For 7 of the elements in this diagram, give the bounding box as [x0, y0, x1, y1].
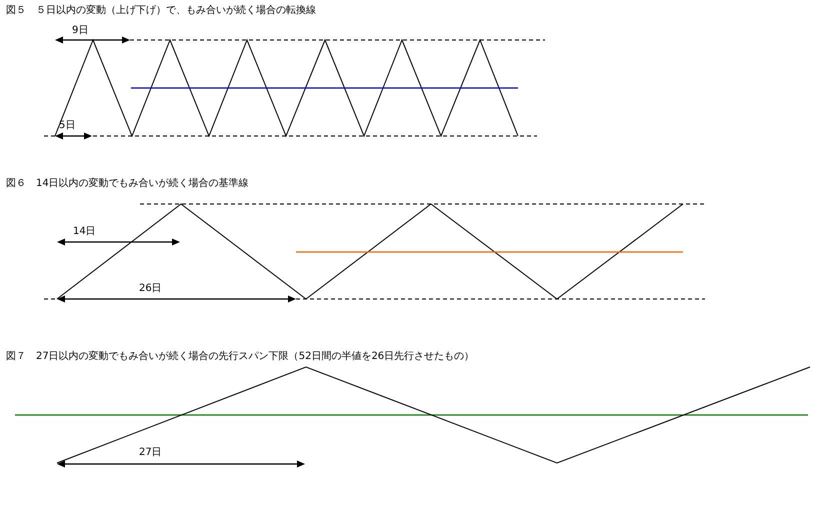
- figure-title: 図６ 14日以内の変動でもみ合いが続く場合の基準線: [6, 178, 249, 190]
- dimension-label: 27日: [139, 447, 162, 459]
- figure-title: 図５ ５日以内の変動（上げ下げ）で、もみ合いが続く場合の転換線: [6, 5, 316, 17]
- dimension-label: 14日: [73, 226, 96, 238]
- dimension-label: 9日: [72, 25, 88, 37]
- figure-title: 図７ 27日以内の変動でもみ合いが続く場合の先行スパン下限（52日間の半値を26日先行させたもの）: [6, 351, 474, 363]
- dimension-label: 26日: [139, 283, 162, 295]
